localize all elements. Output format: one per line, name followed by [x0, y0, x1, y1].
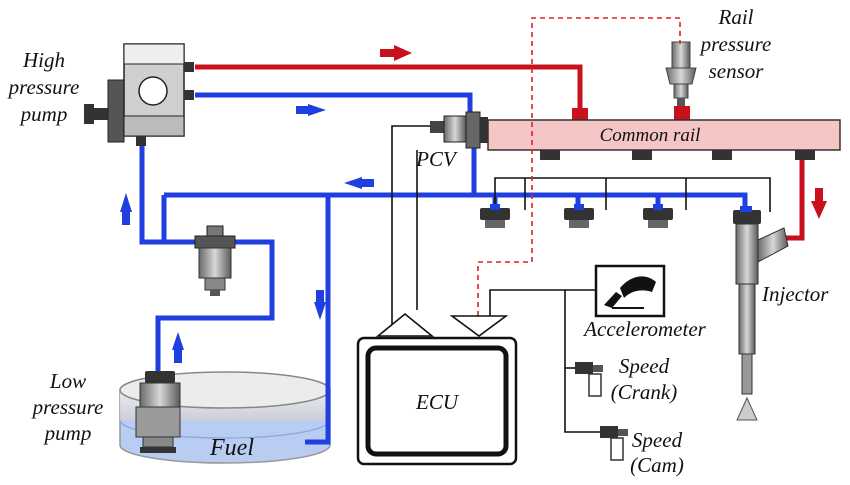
ecu-connectors: [375, 310, 509, 337]
arrow-right-icon: [394, 45, 412, 61]
label-high-pressure-pump-1: High: [22, 48, 65, 72]
flow-arrows-red: [380, 45, 827, 219]
label-high-pressure-pump-3: pump: [19, 102, 68, 126]
high-pressure-pump-icon: [84, 43, 194, 146]
label-speed-crank-2: (Crank): [611, 380, 678, 404]
label-fuel: Fuel: [209, 435, 254, 461]
pcv-valve-icon: [430, 111, 488, 149]
label-speed-cam-1: Speed: [632, 428, 683, 452]
rail-pressure-sensor-icon: [665, 41, 697, 106]
arrow-down-icon: [811, 201, 827, 219]
flow-arrows-blue: [120, 104, 374, 363]
high-pressure-lines: [195, 64, 805, 241]
arrow-up-icon: [120, 193, 132, 212]
fuel-filter-icon: [194, 225, 236, 296]
arrow-up-icon: [172, 332, 184, 350]
label-ecu: ECU: [415, 390, 460, 414]
arrow-down-icon: [314, 302, 326, 320]
speed-sensor-crank-icon: [575, 362, 603, 397]
label-low-pressure-pump-2: pressure: [31, 395, 104, 419]
label-injector: Injector: [761, 282, 829, 306]
low-pressure-lines: [139, 92, 748, 445]
label-speed-crank-1: Speed: [619, 354, 670, 378]
label-accelerometer: Accelerometer: [582, 317, 706, 341]
common-rail: [487, 106, 841, 160]
ecu-box: [356, 336, 518, 466]
label-rail-sensor-3: sensor: [709, 59, 765, 83]
label-pcv: PCV: [415, 147, 458, 171]
label-high-pressure-pump-2: pressure: [7, 75, 80, 99]
injector-connectors: [480, 204, 673, 228]
arrow-left-icon: [344, 177, 362, 189]
label-low-pressure-pump-3: pump: [43, 421, 92, 445]
label-rail-sensor-1: Rail: [718, 5, 754, 29]
accelerator-pedal-icon: [594, 264, 666, 318]
label-common-rail: Common rail: [600, 125, 701, 146]
labels: High pressure pump Rail pressure sensor …: [7, 5, 830, 477]
label-rail-sensor-2: pressure: [699, 32, 772, 56]
label-low-pressure-pump-1: Low: [49, 369, 86, 393]
signal-wires: [391, 17, 771, 433]
low-pressure-pump-icon: [135, 371, 181, 453]
arrow-right-icon: [308, 104, 326, 116]
label-speed-cam-2: (Cam): [630, 453, 684, 477]
injector-icon: [733, 206, 789, 421]
speed-sensor-cam-icon: [600, 426, 628, 461]
